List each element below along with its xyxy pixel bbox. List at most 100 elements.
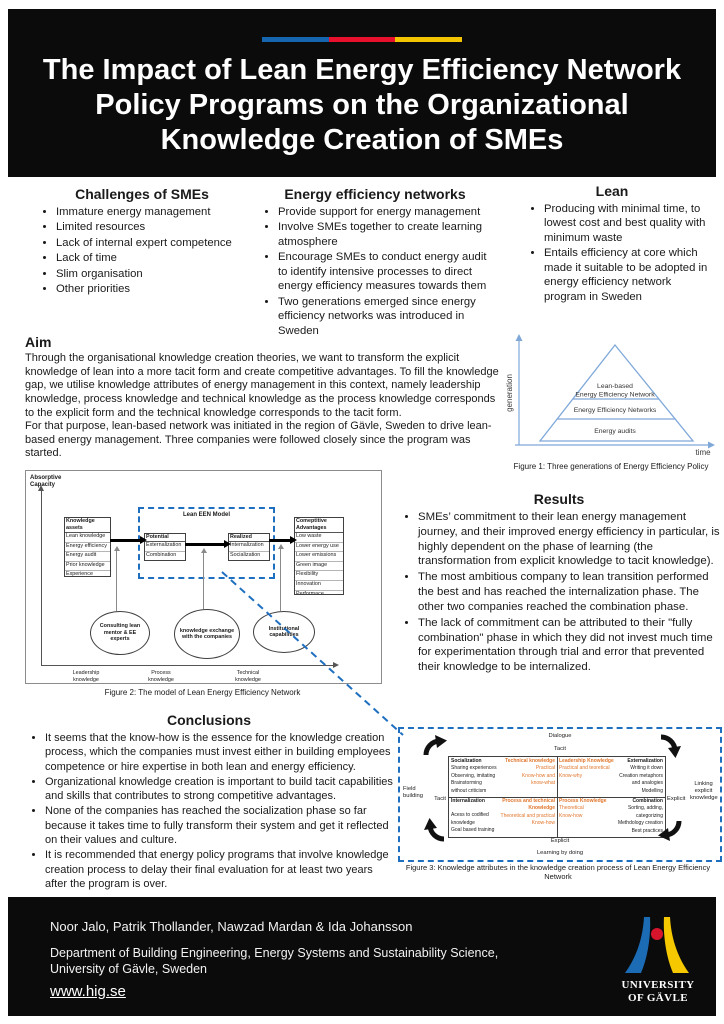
- quadrant-line: Practical and teoretical: [559, 765, 610, 772]
- advantage-item: Performace: [296, 590, 324, 595]
- seci-arrow-bottom-left: [424, 818, 445, 842]
- list-item: Entails efficiency at core which made it…: [544, 246, 712, 304]
- connector-ellipse3: [277, 544, 284, 611]
- socialization-text: Socialization Sharing experiences Observ…: [451, 758, 497, 795]
- challenges-heading: Challenges of SMEs: [75, 186, 209, 202]
- advantage-item: Lower energy use: [295, 543, 343, 553]
- quadrant-line: categorizing: [636, 812, 663, 819]
- x-axis-label: time: [695, 448, 711, 457]
- poster-header: The Impact of Lean Energy Efficiency Net…: [8, 9, 716, 177]
- column-networks: Energy efficiency networks Provide suppo…: [252, 186, 498, 339]
- advantage-item: Low waste: [295, 533, 343, 543]
- seci-arrow-top-right: [660, 734, 681, 758]
- title-line-1: The Impact of Lean Energy Efficiency Net…: [42, 54, 682, 86]
- knowledge-asset-item: Prior knowledge: [65, 562, 110, 572]
- arrow-realized-to-advantages: [269, 536, 297, 544]
- quadrant-line: Brainstorming: [451, 780, 482, 787]
- list-item: Immature energy management: [56, 205, 256, 219]
- title-line-2: Policy Programs on the Organizational: [95, 88, 629, 121]
- list-item: Lack of internal expert competence: [56, 236, 256, 250]
- list-item: Organizational knowledge creation is imp…: [45, 775, 393, 804]
- conclusions-section: Conclusions It seems that the know-how i…: [25, 712, 393, 892]
- website-link[interactable]: www.hig.se: [50, 983, 126, 1000]
- x-label-line: knowledge: [73, 677, 99, 684]
- potential-box: Potential Externalization Combination: [144, 533, 186, 562]
- x-label-process: Process knowledge: [126, 670, 196, 684]
- process-knowledge-attr: Process Knowledge Theoretical Know-how: [559, 798, 607, 820]
- conclusions-heading: Conclusions: [166, 712, 251, 728]
- aim-heading: Aim: [25, 334, 52, 350]
- stripe-blue-segment: [262, 37, 329, 42]
- department: Department of Building Engineering, Ener…: [50, 945, 520, 978]
- process-technical-attr: Process and technical Knowledge Theoreti…: [501, 798, 555, 828]
- aim-paragraph-1: Through the organisational knowledge cre…: [25, 352, 499, 419]
- list-item: Slim organisation: [56, 267, 256, 281]
- leadership-knowledge-attr: Leadership Knowledge Practical and teore…: [559, 758, 614, 780]
- internalization-text: Internalization Acess to codified knowle…: [451, 798, 494, 835]
- connector-ellipse2: [200, 548, 207, 609]
- advantage-item: Lower emissions: [295, 552, 343, 562]
- dialogue-label: Dialogue: [548, 733, 572, 739]
- challenges-list: Immature energy management Limited resou…: [28, 205, 256, 297]
- knowledge-asset-item: Lean knowledge: [65, 533, 110, 543]
- potential-item: Combination: [146, 551, 177, 558]
- quadrant-line: Know-how and: [521, 772, 555, 779]
- results-section: Results SMEs’ commitment to their lean e…: [398, 491, 720, 676]
- figure1-pyramid-chart: generation time Lean-based Energy Effici…: [505, 334, 715, 457]
- list-item: SMEs’ commitment to their lean energy ma…: [418, 510, 720, 569]
- explicit-right-label: Explicit: [667, 796, 686, 802]
- combination-quadrant: Process Knowledge Theoretical Know-how C…: [557, 797, 665, 837]
- pyramid-level-bottom: Energy audits: [594, 428, 636, 435]
- list-item: Involve SMEs together to create learning…: [278, 220, 498, 249]
- combination-text: Combination Sorting, adding, categorizin…: [618, 798, 663, 835]
- pyramid-level-top-line1: Lean-based: [597, 383, 633, 390]
- list-item: Lack of time: [56, 251, 256, 265]
- networks-list: Provide support for energy management In…: [252, 205, 498, 338]
- quadrant-line: without criticism: [451, 787, 487, 794]
- learning-by-doing-label: Learning by doing: [536, 850, 584, 856]
- x-label-technical: Technical knowledge: [213, 670, 283, 684]
- quadrant-line: Writing it down: [630, 765, 663, 772]
- quadrant-line: Process and technical: [502, 798, 555, 804]
- department-line2: University of Gävle, Sweden: [50, 962, 208, 977]
- pyramid-level-middle: Energy Efficiency Networks: [574, 407, 657, 414]
- x-label-line: Process: [151, 670, 171, 676]
- externalization-quadrant: Leadership Knowledge Practical and teore…: [557, 757, 665, 798]
- realized-box: Realized Internalization Socialization: [228, 533, 270, 562]
- advantage-item: Flexibility: [295, 571, 343, 581]
- socialization-quadrant: Socialization Sharing experiences Observ…: [449, 757, 558, 798]
- quadrant-line: knowledge: [451, 819, 475, 826]
- connector-ellipse1: [113, 546, 120, 611]
- explicit-bottom-label: Explicit: [550, 838, 570, 844]
- seci-grid: Socialization Sharing experiences Observ…: [448, 756, 666, 838]
- ellipse-consulting-mentor: Consulting lean mentor & EE experts: [90, 611, 150, 655]
- quadrant-line: and analogies: [631, 780, 663, 787]
- department-line1: Department of Building Engineering, Ener…: [50, 946, 499, 960]
- figure2-model-diagram: Absorptive Capacity Knowledge assets Lea…: [25, 470, 382, 684]
- seci-arrow-top-left: [423, 735, 447, 756]
- quadrant-line: Sharing experiences: [451, 765, 497, 772]
- advantage-item: Green image: [295, 562, 343, 572]
- knowledge-assets-heading: Knowledge assets: [65, 518, 110, 534]
- x-label-line: Technical: [236, 670, 260, 676]
- poster-footer: Noor Jalo, Patrik Thollander, Nawzad Mar…: [8, 897, 716, 1016]
- quadrant-line: Practical: [535, 765, 555, 772]
- tacit-top-label: Tacit: [554, 746, 566, 752]
- absorptive-line1: Absorptive: [30, 475, 62, 481]
- tacit-left-label: Tacit: [434, 796, 446, 802]
- aim-paragraph-2: For that purpose, lean-based network was…: [25, 420, 492, 460]
- quadrant-line: Know-how: [531, 820, 555, 827]
- stripe-yellow-segment: [395, 37, 463, 42]
- x-label-line: knowledge: [235, 677, 261, 684]
- technical-knowledge-attr: Technical knowledge Practical Know-how a…: [505, 758, 555, 788]
- logo-text-line1: UNIVERSITY: [621, 979, 694, 991]
- x-axis-arrow: [708, 441, 715, 449]
- quadrant-line: Theoretical and practical: [500, 812, 555, 819]
- list-item: Producing with minimal time, to lowest c…: [544, 202, 712, 245]
- potential-heading: Potential: [145, 534, 185, 543]
- quadrant-line: Acess to codified: [451, 812, 489, 819]
- knowledge-asset-item: Experience: [66, 571, 93, 577]
- competitive-advantages-box: Comeptitive Advantages Low waste Lower e…: [294, 517, 344, 595]
- advantages-heading: Comeptitive Advantages: [295, 518, 343, 534]
- quadrant-line: Externalization: [627, 758, 663, 764]
